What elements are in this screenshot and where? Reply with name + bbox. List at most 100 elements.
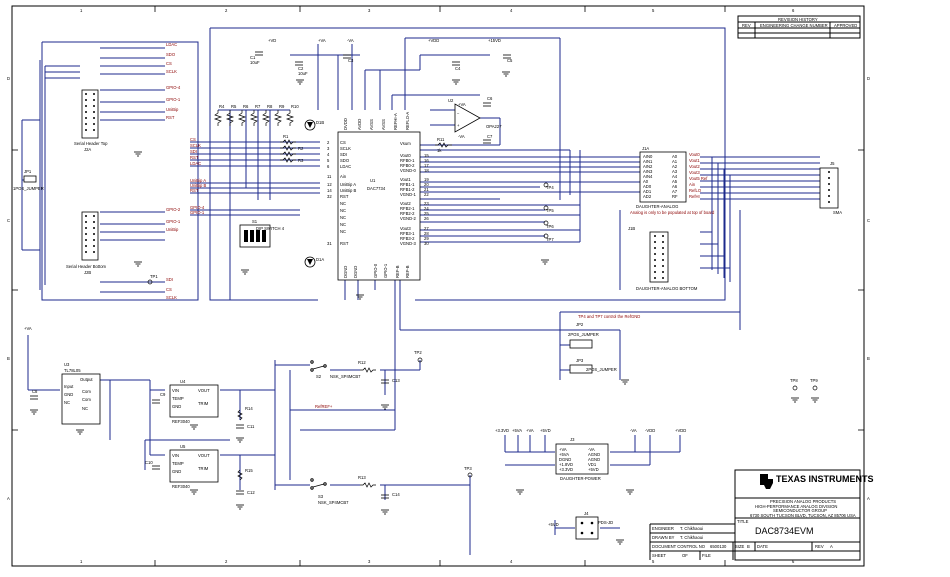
grid-col-6-bottom: 6 [792,559,795,564]
net-sclk-b: SCLK [166,295,177,300]
svg-text:R14: R14 [245,406,253,411]
svg-text:RF: RF [672,194,678,199]
net-refref-plus: RefREF+ [315,404,333,409]
dac-pin-vout1: Vout1 [400,177,411,182]
title-label: TITLE [737,519,749,524]
daughter-top-note: Analog is only to be populated at top of… [630,210,715,215]
svg-text:C13: C13 [392,378,400,383]
header-top-ref: J2A [84,147,91,152]
grid-col-2: 2 [225,8,228,13]
svg-text:20: 20 [424,182,429,187]
net-sdo: SDO [166,52,176,57]
jumper-jp3: JP3 2POS_JUMPER [569,358,617,374]
dac-pin-unibip-b: UniBip B [340,188,356,193]
svg-text:GND: GND [172,404,181,409]
net-rst: RST [166,115,175,120]
vref-top-ref: U4 [180,379,186,384]
net-unibip: UniBip [166,107,179,112]
mini-header-ref: J4 [584,511,589,516]
vsense-value: 1k [437,148,442,153]
series-resistor-labels: R1 R2 R3 [283,134,304,163]
svg-text:C12: C12 [247,490,255,495]
svg-text:21: 21 [424,187,429,192]
net-vout3: Vout3 [689,170,700,175]
pwr-vd-top: +VD [268,38,276,43]
grid-row-labels: D C B A D C B A [7,76,870,501]
svg-text:Com: Com [82,389,91,394]
dip-switch-ref: S1 [252,219,258,224]
ref-switch-s3: S3 NSK_SP4MCB7 [310,478,349,505]
opamp-part: OPA227 [486,124,502,129]
grid-col-3: 3 [368,8,371,13]
net-reflo: RefLO [689,188,702,193]
dac-pin-vgnd3: VGND-3 [400,241,416,246]
svg-text:AIN4: AIN4 [643,174,653,179]
ground-symbols [30,71,819,545]
svg-text:TEMP: TEMP [172,461,184,466]
mid-net-rst: RST [190,155,199,160]
dac-pin-gpio1: GPIO-1 [383,263,388,278]
net-gpio4: GPIO-4 [166,85,181,90]
tp8: TP8 [790,378,798,383]
grid-ticks [12,6,864,566]
svg-text:DGND: DGND [559,457,571,462]
sma-connector: J5 SMA [819,161,842,215]
capacitors [30,51,511,499]
svg-text:14: 14 [327,188,332,193]
svg-text:10uF: 10uF [250,60,260,65]
grid-row-c-right: C [867,218,870,223]
svg-text:AD2: AD2 [643,194,652,199]
of-label: OF [682,553,688,558]
address: 6730 SOUTH TUCSON BLVD, TUCSON, AZ 85706… [750,513,856,518]
dac-pin-rst: RST [340,194,349,199]
tp5: TP5 [546,208,554,213]
daughter-analog-bottom: J1B DAUGHTER-ANALOG BOTTOM [628,226,698,291]
svg-text:C6: C6 [487,96,493,101]
header-top-name: Serial Header Top [74,141,108,146]
dac-pin-refhi-a: REFHI-A [393,113,398,130]
svg-text:R13: R13 [358,475,366,480]
svg-text:A1: A1 [672,159,678,164]
mini-header-name: PDS-JD [598,520,613,525]
engineer-name: T. Chikhaoui [680,526,703,531]
jp1-name: 1POS_JUMPER [13,186,44,191]
pwr-5vd: +5VD [540,428,551,433]
net-ain: Ain [689,182,696,187]
svg-text:+5VD: +5VD [588,467,599,472]
svg-text:22: 22 [424,192,429,197]
svg-text:19: 19 [424,177,429,182]
jp2-name: 2POS_JUMPER [568,332,599,337]
daughter-analog-top: AIN0 AIN1 AIN2 AIN3 AIN4 A0 AD0 AD1 AD2 … [630,146,715,215]
svg-text:2: 2 [327,140,330,145]
division-name: HIGH-PERFORMANCE ANALOG DIVISION [755,504,837,509]
vref-bottom-part: REF3040 [172,484,190,489]
res-r10: R10 [291,104,299,109]
pwr-15vd-top: +15VD [488,38,501,43]
sheet-frame [11,5,865,567]
mid-net-unibip-a: UniBip A [190,178,206,183]
svg-text:C7: C7 [487,134,493,139]
tp4: TP4 [546,185,554,190]
svg-text:5: 5 [327,158,330,163]
svg-text:+VA: +VA [559,447,567,452]
svg-text:18: 18 [424,168,429,173]
engineer-label: ENGINEER [652,526,674,531]
dac-bottom-pins: DGND DGND GPIO-0 GPIO-1 REF-B REF-B [343,263,410,278]
dac-pin-sdo: SDO [340,158,350,163]
led-d1a-ref: D1A [316,257,324,262]
rev-value: A [830,544,833,549]
net-refhi: RefHI [689,194,700,199]
opamp-u2: − + U2 OPA227 [448,98,502,133]
rev-col-header: REV [742,23,751,28]
svg-text:A5: A5 [672,179,678,184]
net-gpio2: GPIO-2 [166,207,181,212]
test-points: TP1 TP2 TP3 TP4 TP5 TP6 TP7 TP8 TP9 [147,182,818,478]
net-gpio1-b: GPIO-1 [166,219,181,224]
resistor-array-top [213,110,295,126]
regulator-ref: U3 [64,362,70,367]
left-net-labels: LDAC SDO CS SCLK GPIO-4 GPIO-1 UniBip RS… [166,42,181,300]
dac-pin-rfb1-2: RFB1-2 [400,187,415,192]
resistor-array-series [280,139,296,163]
svg-text:C14: C14 [392,492,400,497]
svg-text:A7: A7 [672,189,678,194]
